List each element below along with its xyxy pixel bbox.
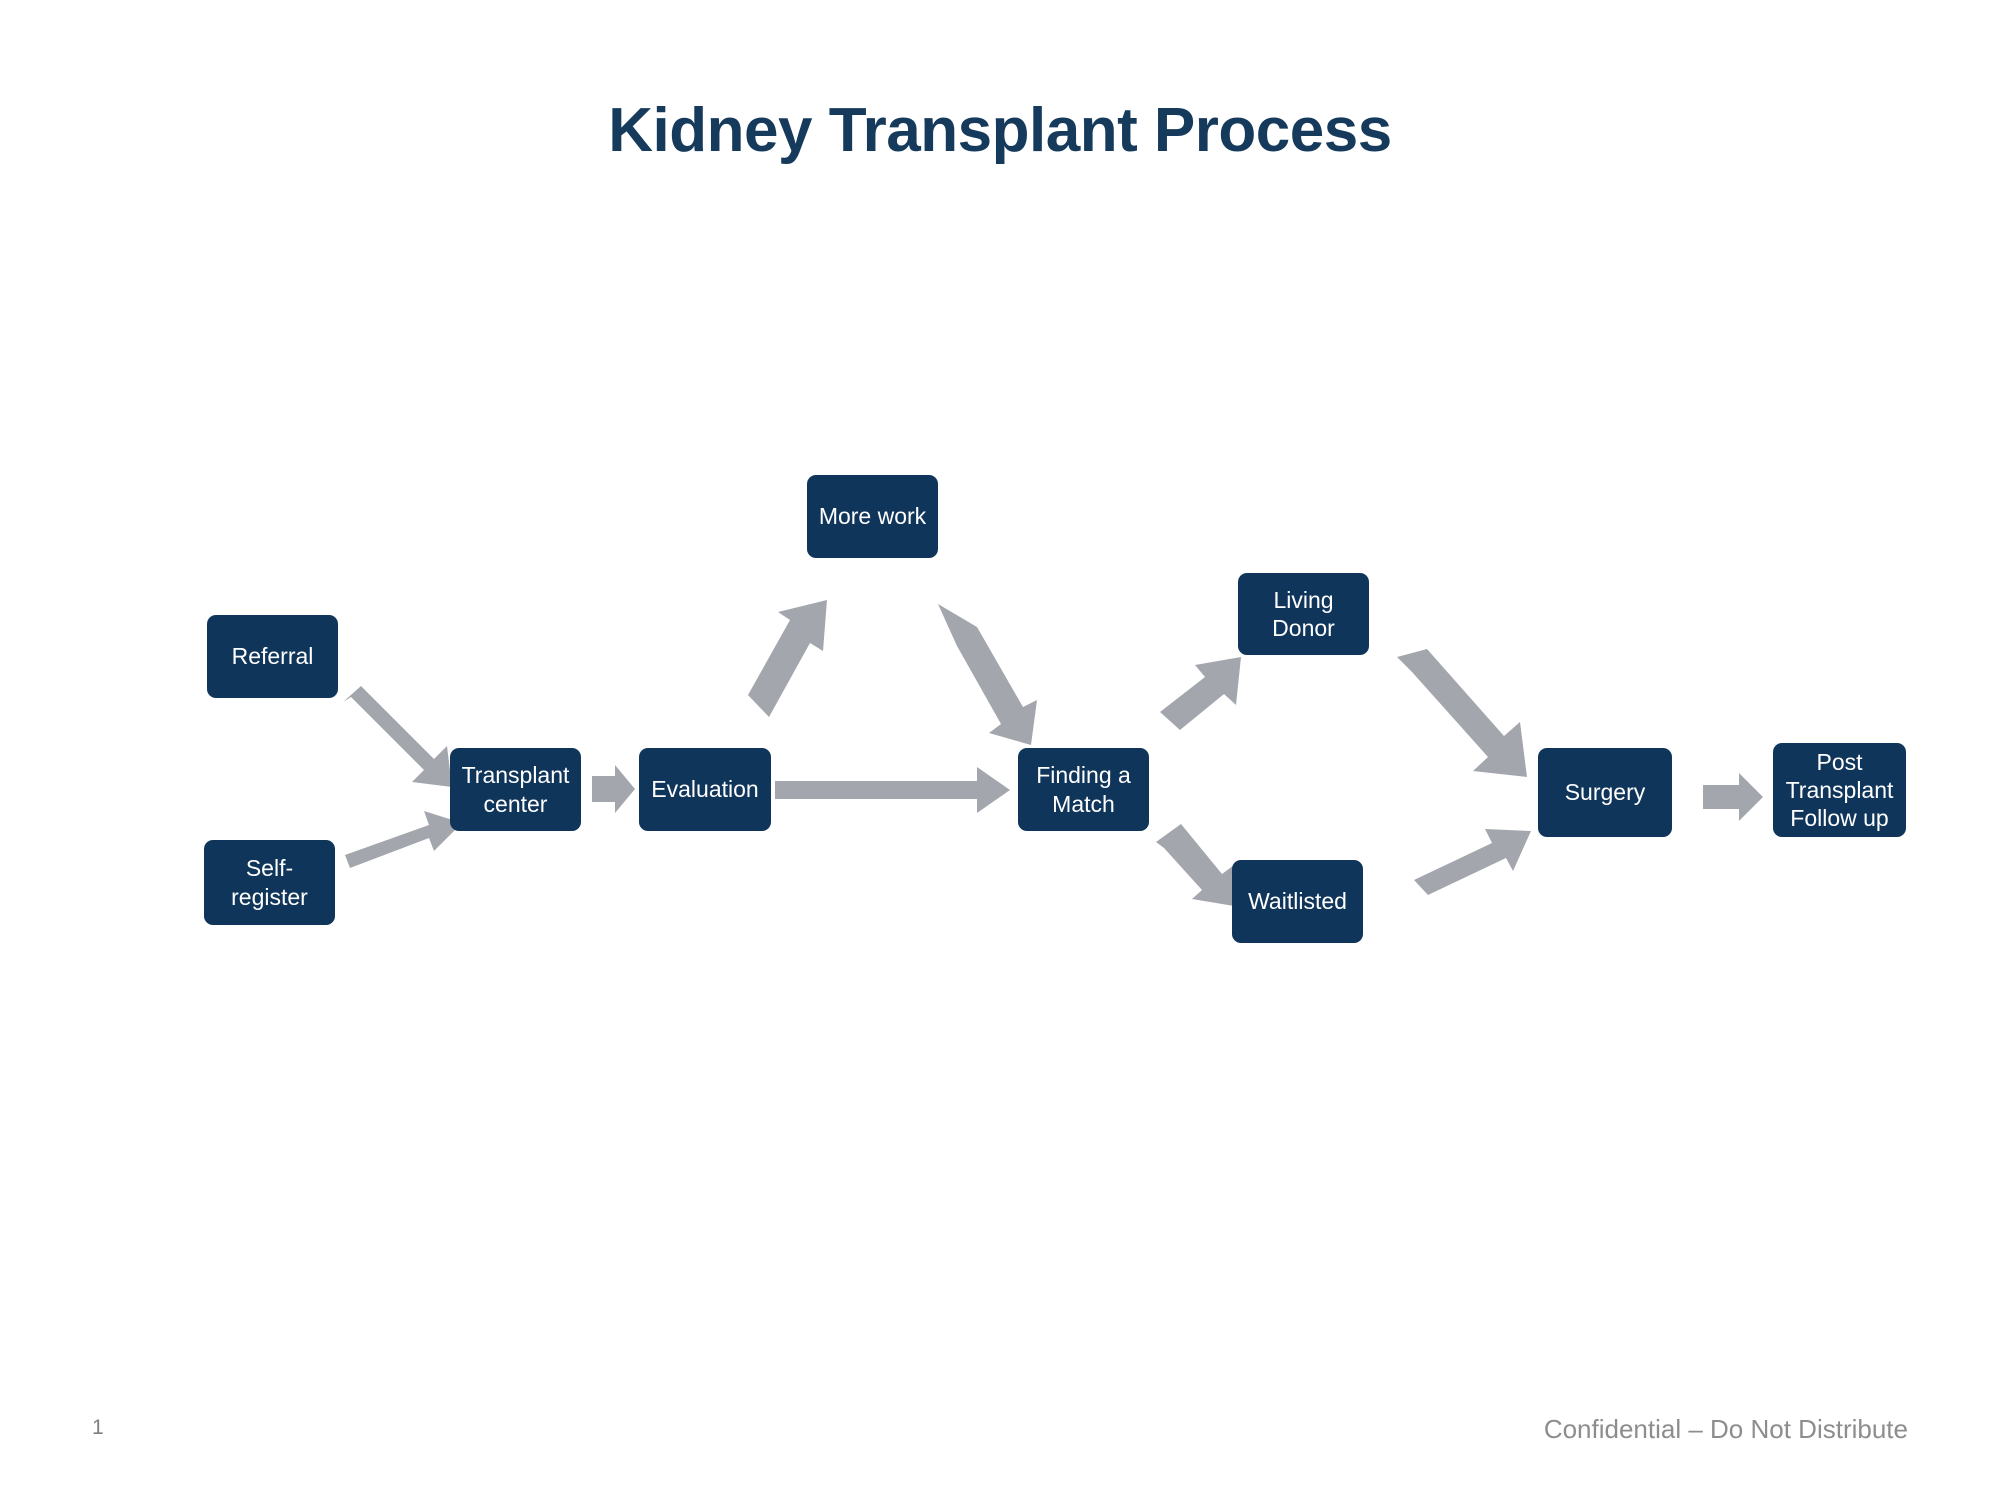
node-referral-label: Referral: [231, 643, 314, 670]
node-transplant-center[interactable]: Transplant center: [450, 748, 581, 831]
node-living-donor[interactable]: Living Donor: [1238, 573, 1369, 655]
confidentiality-notice: Confidential – Do Not Distribute: [1543, 1414, 1908, 1444]
arrow-finding-a-match-to-living-donor: [1160, 657, 1241, 730]
arrow-living-donor-to-surgery: [1397, 649, 1527, 777]
node-surgery-label: Surgery: [1564, 779, 1646, 806]
page-title: Kidney Transplant Process: [608, 96, 1392, 165]
node-evaluation[interactable]: Evaluation: [639, 748, 771, 831]
node-waitlisted-label: Waitlisted: [1248, 888, 1347, 915]
node-finding-a-match[interactable]: Finding a Match: [1018, 748, 1149, 831]
node-self-register[interactable]: Self- register: [204, 840, 335, 925]
slide-page-number: 1: [92, 1416, 104, 1439]
node-post-transplant-follow-up-label: Post Transplant Follow up: [1785, 748, 1894, 832]
arrow-waitlisted-to-surgery: [1414, 829, 1531, 895]
arrow-evaluation-to-finding-a-match: [775, 767, 1010, 813]
arrow-transplant-center-to-evaluation: [592, 765, 635, 813]
node-more-work-label: More work: [818, 503, 927, 530]
arrow-finding-a-match-to-waitlisted: [1156, 824, 1234, 906]
arrow-surgery-to-post-transplant: [1703, 773, 1763, 821]
node-evaluation-label: Evaluation: [651, 776, 759, 803]
arrow-more-work-to-finding-a-match: [938, 604, 1037, 745]
node-more-work[interactable]: More work: [807, 475, 938, 558]
node-finding-a-match-label: Finding a Match: [1036, 762, 1131, 817]
node-referral[interactable]: Referral: [207, 615, 338, 698]
node-surgery[interactable]: Surgery: [1538, 748, 1672, 837]
node-self-register-label: Self- register: [231, 855, 308, 910]
node-living-donor-label: Living Donor: [1272, 586, 1335, 641]
arrow-evaluation-to-more-work: [748, 600, 827, 717]
node-post-transplant-follow-up[interactable]: Post Transplant Follow up: [1773, 743, 1906, 837]
arrow-self-register-to-transplant-center: [345, 811, 462, 868]
arrow-referral-to-transplant-center: [343, 686, 452, 787]
node-transplant-center-label: Transplant center: [461, 762, 570, 817]
node-waitlisted[interactable]: Waitlisted: [1232, 860, 1363, 943]
